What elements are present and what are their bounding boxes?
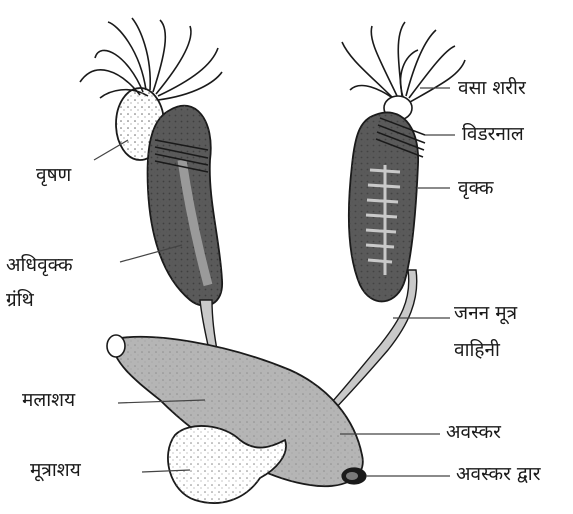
label-urogenital-duct-line2: वाहिनी xyxy=(454,340,500,362)
label-urogenital-duct-line1: जनन मूत्र xyxy=(454,303,517,325)
label-fat-body: वसा शरीर xyxy=(458,78,526,100)
label-adrenal-gland-line2: ग्रंथि xyxy=(6,290,34,312)
rectum-opening xyxy=(107,335,125,357)
label-rectum: मलाशय xyxy=(22,390,75,412)
label-cloacal-aperture: अवस्कर द्वार xyxy=(456,464,541,486)
label-kidney: वृक्क xyxy=(458,178,494,200)
fat-body-left xyxy=(80,18,222,100)
label-adrenal-gland-line1: अधिवृक्क xyxy=(6,255,73,277)
label-cloaca: अवस्कर xyxy=(446,422,501,444)
label-urinary-bladder: मूत्राशय xyxy=(30,460,81,482)
label-bidders-canal: विडरनाल xyxy=(462,124,524,146)
fat-body-right xyxy=(342,22,465,102)
label-testis: वृषण xyxy=(36,165,71,187)
